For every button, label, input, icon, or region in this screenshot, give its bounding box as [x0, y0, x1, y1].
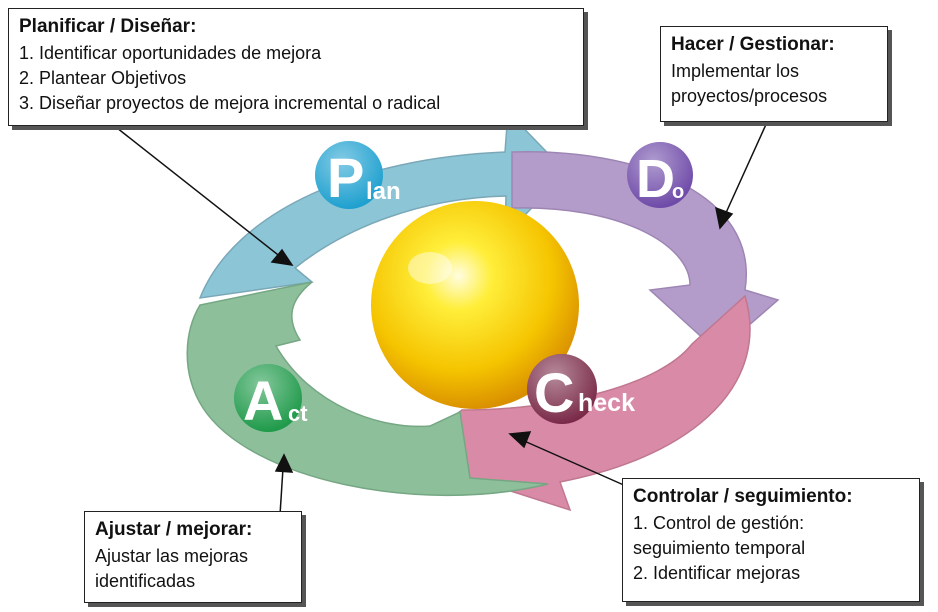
- check-letter: C: [534, 361, 574, 424]
- check-pointer: [508, 431, 636, 491]
- act-badge: A ct: [234, 364, 308, 432]
- do-line-1: Implementar los: [671, 61, 800, 81]
- plan-callout: Planificar / Diseñar: 1. Identificar opo…: [8, 8, 584, 126]
- act-callout: Ajustar / mejorar: Ajustar las mejoras i…: [84, 511, 302, 603]
- check-title: Controlar / seguimiento:: [633, 486, 853, 507]
- center-sphere: [371, 201, 579, 409]
- plan-line-2: 2. Plantear Objetivos: [19, 68, 187, 88]
- act-title: Ajustar / mejorar:: [95, 519, 253, 540]
- do-title: Hacer / Gestionar:: [671, 34, 835, 55]
- check-line-1: 1. Control de gestión:: [633, 513, 805, 533]
- plan-line-1: 1. Identificar oportunidades de mejora: [19, 43, 322, 63]
- plan-pointer: [111, 123, 294, 266]
- check-line-2: seguimiento temporal: [633, 538, 806, 558]
- do-badge: D o: [627, 142, 693, 209]
- do-pointer: [714, 119, 769, 230]
- act-pointer: [274, 453, 294, 516]
- check-suffix: heck: [578, 389, 635, 417]
- check-line-3: 2. Identificar mejoras: [633, 563, 801, 583]
- act-arrow: [186, 281, 549, 497]
- check-callout: Controlar / seguimiento: 1. Control de g…: [622, 478, 920, 602]
- do-callout: Hacer / Gestionar: Implementar los proye…: [660, 26, 888, 122]
- plan-letter: P: [327, 146, 364, 209]
- plan-title: Planificar / Diseñar:: [19, 16, 197, 37]
- act-line-1: Ajustar las mejoras: [95, 546, 249, 566]
- act-letter: A: [243, 369, 283, 432]
- do-letter: D: [636, 149, 675, 209]
- do-suffix: o: [672, 181, 684, 203]
- plan-line-3: 3. Diseñar proyectos de mejora increment…: [19, 93, 441, 113]
- do-line-2: proyectos/procesos: [671, 86, 828, 106]
- check-badge: C heck: [527, 354, 635, 424]
- plan-badge: P lan: [315, 141, 401, 209]
- act-suffix: ct: [288, 401, 308, 426]
- act-line-2: identificadas: [95, 571, 196, 591]
- plan-suffix: lan: [366, 178, 401, 205]
- sphere-highlight: [408, 252, 452, 284]
